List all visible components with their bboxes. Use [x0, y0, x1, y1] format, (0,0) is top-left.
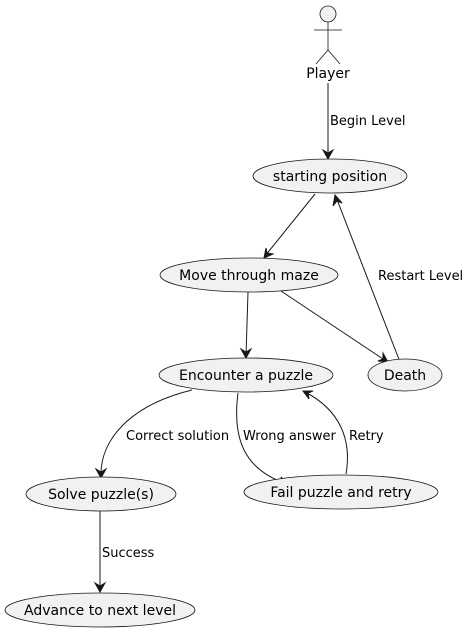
- usecase-advance-next-level: Advance to next level: [4, 592, 196, 628]
- usecase-label: Advance to next level: [24, 603, 176, 619]
- arrow-icon: [302, 390, 314, 400]
- edge-maze-to-death: [280, 290, 389, 363]
- edge-wrong-answer: Wrong answer: [236, 392, 337, 488]
- usecase-starting-position: starting position: [252, 158, 408, 194]
- edge-success: Success: [93, 511, 155, 594]
- actor-label: Player: [306, 66, 350, 82]
- edge-label-correct-solution: Correct solution: [126, 429, 229, 444]
- edge-retry: Retry: [302, 390, 384, 475]
- actor-player: Player: [306, 5, 350, 82]
- edge-label-begin-level: Begin Level: [330, 114, 405, 129]
- usecase-death: Death: [367, 358, 443, 392]
- arrow-down-icon: [94, 467, 108, 480]
- arrow-down-icon: [321, 148, 335, 161]
- edge-label-restart-level: Restart Level: [378, 269, 463, 284]
- actor-head-icon: [319, 5, 337, 23]
- usecase-encounter-puzzle: Encounter a puzzle: [158, 357, 334, 393]
- edge-maze-to-puzzle: [239, 291, 253, 360]
- arrow-down-icon: [93, 581, 107, 594]
- edge-label-retry: Retry: [349, 429, 384, 444]
- usecase-fail-puzzle-retry: Fail puzzle and retry: [243, 474, 439, 510]
- actor-right-leg: [327, 49, 341, 65]
- edge-start-to-maze: [263, 193, 316, 259]
- usecase-label: Solve puzzle(s): [48, 487, 154, 503]
- edge-correct-solution: Correct solution: [94, 389, 229, 480]
- edge-label-wrong-answer: Wrong answer: [243, 429, 337, 444]
- edges: Begin Level Restart Level Correct solu: [93, 83, 463, 594]
- edge-restart-level: Restart Level: [332, 193, 463, 363]
- edge-begin-level: Begin Level: [321, 83, 405, 161]
- edge-label-success: Success: [102, 546, 155, 561]
- usecase-label: Death: [384, 368, 426, 384]
- usecase-label: Encounter a puzzle: [179, 368, 313, 384]
- actor-left-leg: [315, 49, 329, 65]
- usecase-solve-puzzles: Solve puzzle(s): [25, 476, 177, 512]
- arrow-icon: [377, 351, 389, 363]
- usecase-move-through-maze: Move through maze: [159, 257, 339, 293]
- arrow-down-icon: [239, 347, 253, 360]
- nodes: starting position Move through maze Deat…: [4, 158, 443, 628]
- arrow-up-icon: [332, 193, 343, 207]
- usecase-label: Fail puzzle and retry: [270, 485, 411, 501]
- usecase-label: Move through maze: [179, 268, 319, 284]
- arrow-icon: [263, 247, 275, 259]
- usecase-label: starting position: [273, 169, 387, 185]
